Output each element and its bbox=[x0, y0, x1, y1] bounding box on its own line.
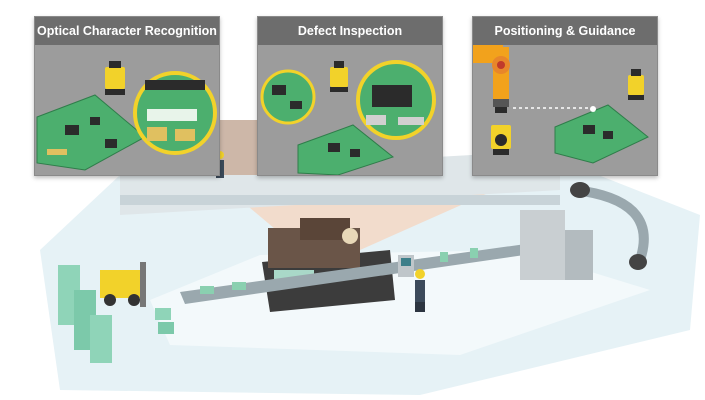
floor-box-2 bbox=[158, 322, 174, 334]
defect-magnifier-right bbox=[356, 60, 436, 140]
defect-panel: Defect Inspection bbox=[257, 16, 443, 176]
guidance-camera-icon bbox=[491, 125, 511, 155]
ocr-camera-icon bbox=[105, 61, 125, 95]
worker-operator-head bbox=[415, 269, 425, 279]
pcb-chip-1 bbox=[583, 125, 595, 134]
pcb-chip-2 bbox=[603, 131, 613, 139]
side-camera-icon bbox=[628, 69, 644, 100]
robot-arm-icon bbox=[473, 45, 510, 113]
right-machine-panel bbox=[565, 230, 593, 280]
pcb-chip-1 bbox=[65, 125, 79, 135]
conveyor-item-3 bbox=[440, 252, 448, 262]
ocr-magnifier bbox=[133, 71, 217, 155]
right-machine bbox=[520, 210, 565, 280]
defect-illustration bbox=[260, 60, 436, 175]
conveyor-roller-top bbox=[570, 182, 590, 198]
inspection-station-top bbox=[300, 218, 350, 240]
ocr-panel: Optical Character Recognition bbox=[34, 16, 220, 176]
pcb-board bbox=[36, 94, 146, 171]
forklift-body bbox=[100, 270, 140, 298]
floor-box-1 bbox=[155, 308, 171, 320]
worker-back-body bbox=[216, 160, 224, 178]
conveyor-item-1 bbox=[200, 286, 214, 294]
pcb-connector bbox=[47, 149, 67, 155]
worker-operator-body bbox=[415, 280, 425, 302]
conveyor-roller-bottom bbox=[629, 254, 647, 270]
pcb-chip-3 bbox=[105, 139, 117, 148]
pcb-chip-2 bbox=[350, 149, 360, 157]
pallet-stack-3 bbox=[90, 315, 112, 363]
pcb-target-marker bbox=[590, 106, 596, 112]
defect-camera-icon bbox=[330, 61, 348, 92]
guidance-panel: Positioning & Guidance bbox=[472, 16, 658, 176]
forklift-wheel-rear bbox=[128, 294, 140, 306]
conveyor-item-4 bbox=[470, 248, 478, 258]
pcb-chip-2 bbox=[90, 117, 100, 125]
pcb-board bbox=[297, 124, 395, 175]
defect-panel-title: Defect Inspection bbox=[258, 17, 442, 45]
guidance-illustration bbox=[473, 45, 649, 164]
forklift-wheel-front bbox=[104, 294, 116, 306]
back-conveyor bbox=[120, 195, 560, 205]
worker-operator-legs bbox=[415, 302, 425, 312]
ocr-panel-title: Optical Character Recognition bbox=[35, 17, 219, 45]
defect-magnifier-left bbox=[260, 69, 316, 125]
guidance-panel-title: Positioning & Guidance bbox=[473, 17, 657, 45]
main-conveyor bbox=[180, 242, 545, 304]
pcb-chip-1 bbox=[328, 143, 340, 152]
pcb-board bbox=[554, 104, 649, 164]
conveyor-item-2 bbox=[232, 282, 246, 290]
control-terminal-screen bbox=[401, 258, 411, 266]
forklift-mast bbox=[140, 262, 146, 307]
ocr-illustration bbox=[36, 61, 217, 171]
inspection-camera-dome bbox=[342, 228, 358, 244]
curved-conveyor bbox=[574, 185, 649, 262]
